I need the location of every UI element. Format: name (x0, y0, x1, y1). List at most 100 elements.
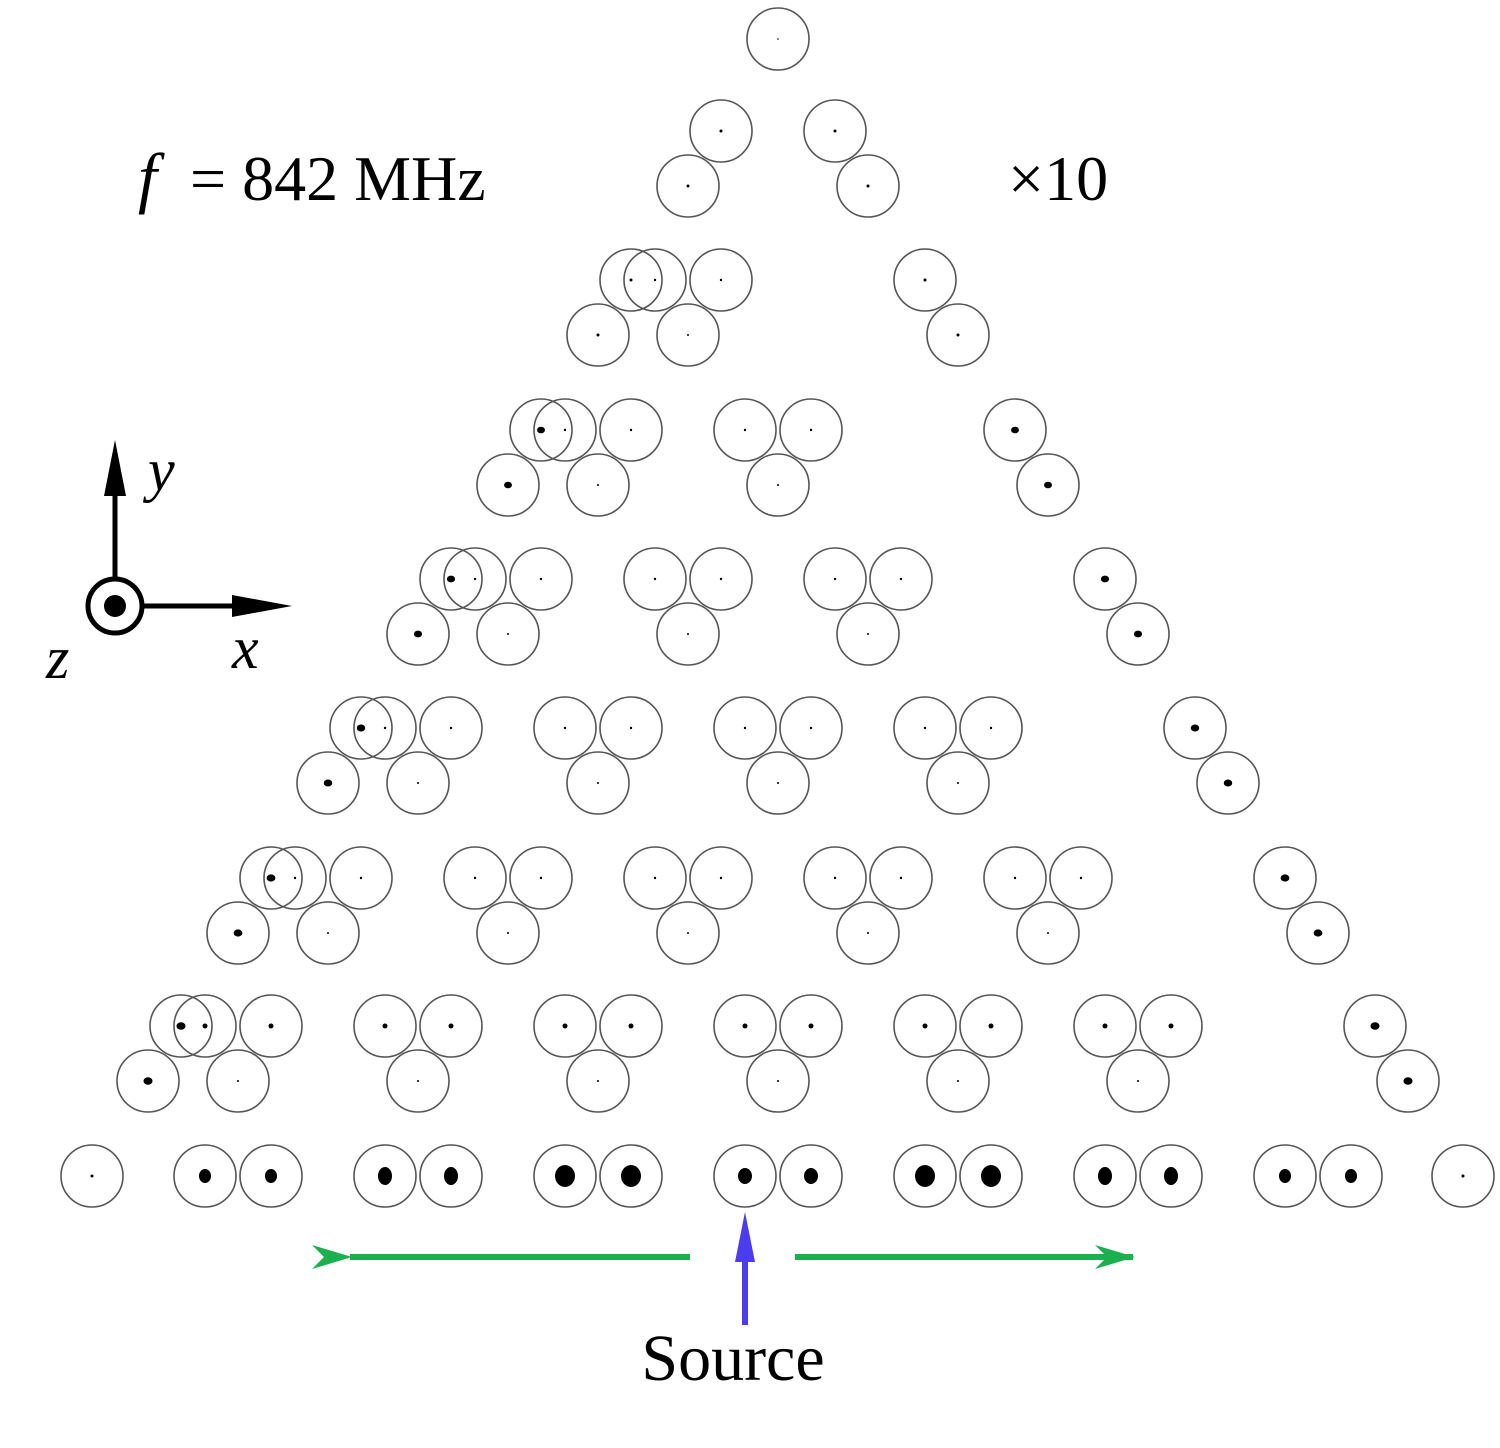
field-intensity-dot (687, 633, 689, 635)
resonator-ring (60, 1144, 124, 1208)
field-intensity-dot (1223, 779, 1233, 787)
field-intensity-dot (899, 577, 903, 581)
resonator-ring (239, 846, 303, 910)
field-intensity-dot (833, 577, 837, 581)
field-intensity-dot (1044, 481, 1052, 489)
field-intensity-dot (1164, 1167, 1178, 1185)
resonator-ring (1196, 751, 1260, 815)
field-intensity-dot (444, 1167, 458, 1185)
field-intensity-dot (1011, 426, 1019, 434)
resonator-ring (1139, 1144, 1203, 1208)
resonator-ring (329, 846, 393, 910)
resonator-ring (566, 751, 630, 815)
field-intensity-dot (743, 428, 747, 432)
field-intensity-dot (1345, 1169, 1357, 1183)
source-arrowhead (735, 1212, 755, 1262)
field-intensity-dot (1102, 1023, 1108, 1029)
field-intensity-dot (563, 428, 567, 432)
field-intensity-dot (378, 1167, 392, 1185)
resonator-ring (509, 547, 573, 611)
resonator-ring (263, 846, 327, 910)
field-intensity-dot (719, 278, 723, 282)
resonator-ring (836, 602, 900, 666)
resonator-ring (656, 901, 720, 965)
field-intensity-dot (1137, 1080, 1139, 1082)
resonator-ring (206, 1049, 270, 1113)
resonator-ring (959, 696, 1023, 760)
resonator-ring (1253, 846, 1317, 910)
resonator-ring (476, 453, 540, 517)
field-intensity-dot (777, 782, 779, 784)
field-intensity-dot (738, 1168, 752, 1184)
field-intensity-dot (899, 876, 903, 880)
resonator-ring (893, 696, 957, 760)
z-axis-dot-icon (104, 595, 126, 617)
field-intensity-dot (621, 1165, 641, 1187)
resonator-ring (1139, 994, 1203, 1058)
resonator-ring (173, 994, 237, 1058)
resonator-ring (803, 99, 867, 163)
field-intensity-dot (596, 333, 600, 337)
field-intensity-dot (1190, 724, 1200, 732)
field-intensity-dot (237, 1080, 239, 1082)
field-intensity-dot (719, 876, 723, 880)
field-intensity-dot (809, 428, 813, 432)
resonator-ring (353, 994, 417, 1058)
field-intensity-dot (1370, 1022, 1380, 1030)
field-intensity-dot (504, 481, 512, 489)
resonator-ring (869, 846, 933, 910)
field-intensity-dot (653, 278, 657, 282)
field-intensity-dot (537, 426, 545, 434)
field-intensity-dot (539, 577, 543, 581)
field-intensity-dot (1098, 1167, 1112, 1185)
source-label: Source (641, 1322, 824, 1395)
field-intensity-dot (719, 577, 723, 581)
resonator-ring (893, 1144, 957, 1208)
resonator-ring (1253, 1144, 1317, 1208)
field-intensity-dot (866, 184, 870, 188)
resonator-ring (476, 602, 540, 666)
resonator-ring (869, 547, 933, 611)
field-intensity-dot (473, 876, 477, 880)
resonator-ring (779, 398, 843, 462)
resonator-ring (1049, 846, 1113, 910)
resonator-ring (713, 398, 777, 462)
field-intensity-dot (653, 876, 657, 880)
resonator-ring (779, 1144, 843, 1208)
resonator-ring (329, 696, 393, 760)
resonator-ring (386, 1049, 450, 1113)
field-intensity-dot (356, 724, 366, 732)
coordinate-axes: y x z (45, 437, 292, 691)
field-intensity-dot (777, 38, 779, 40)
resonator-ring (419, 547, 483, 611)
resonator-ring (713, 696, 777, 760)
field-intensity-dot (597, 1080, 599, 1082)
field-intensity-dot (808, 1023, 814, 1029)
field-intensity-dot (989, 726, 993, 730)
resonator-ring (533, 1144, 597, 1208)
field-intensity-dot (629, 278, 633, 282)
field-intensity-dot (176, 1022, 186, 1030)
resonator-ring (926, 751, 990, 815)
field-intensity-dot (555, 1165, 575, 1187)
resonator-ring (1431, 1144, 1495, 1208)
resonator-ring (419, 1144, 483, 1208)
field-intensity-dot (202, 1023, 208, 1029)
field-intensity-dot (1280, 874, 1290, 882)
resonator-ring (623, 846, 687, 910)
field-intensity-dot (867, 932, 869, 934)
field-intensity-dot (562, 1023, 568, 1029)
resonator-ring (1343, 994, 1407, 1058)
field-intensity-dot (809, 726, 813, 730)
field-intensity-dot (359, 876, 363, 880)
resonator-ring (599, 696, 663, 760)
resonator-ring (533, 696, 597, 760)
resonator-ring (149, 994, 213, 1058)
field-intensity-dot (981, 1165, 1001, 1187)
field-intensity-dot (539, 876, 543, 880)
resonator-ring (443, 547, 507, 611)
resonator-ring (836, 154, 900, 218)
resonator-ring (116, 1049, 180, 1113)
field-intensity-dot (742, 1023, 748, 1029)
